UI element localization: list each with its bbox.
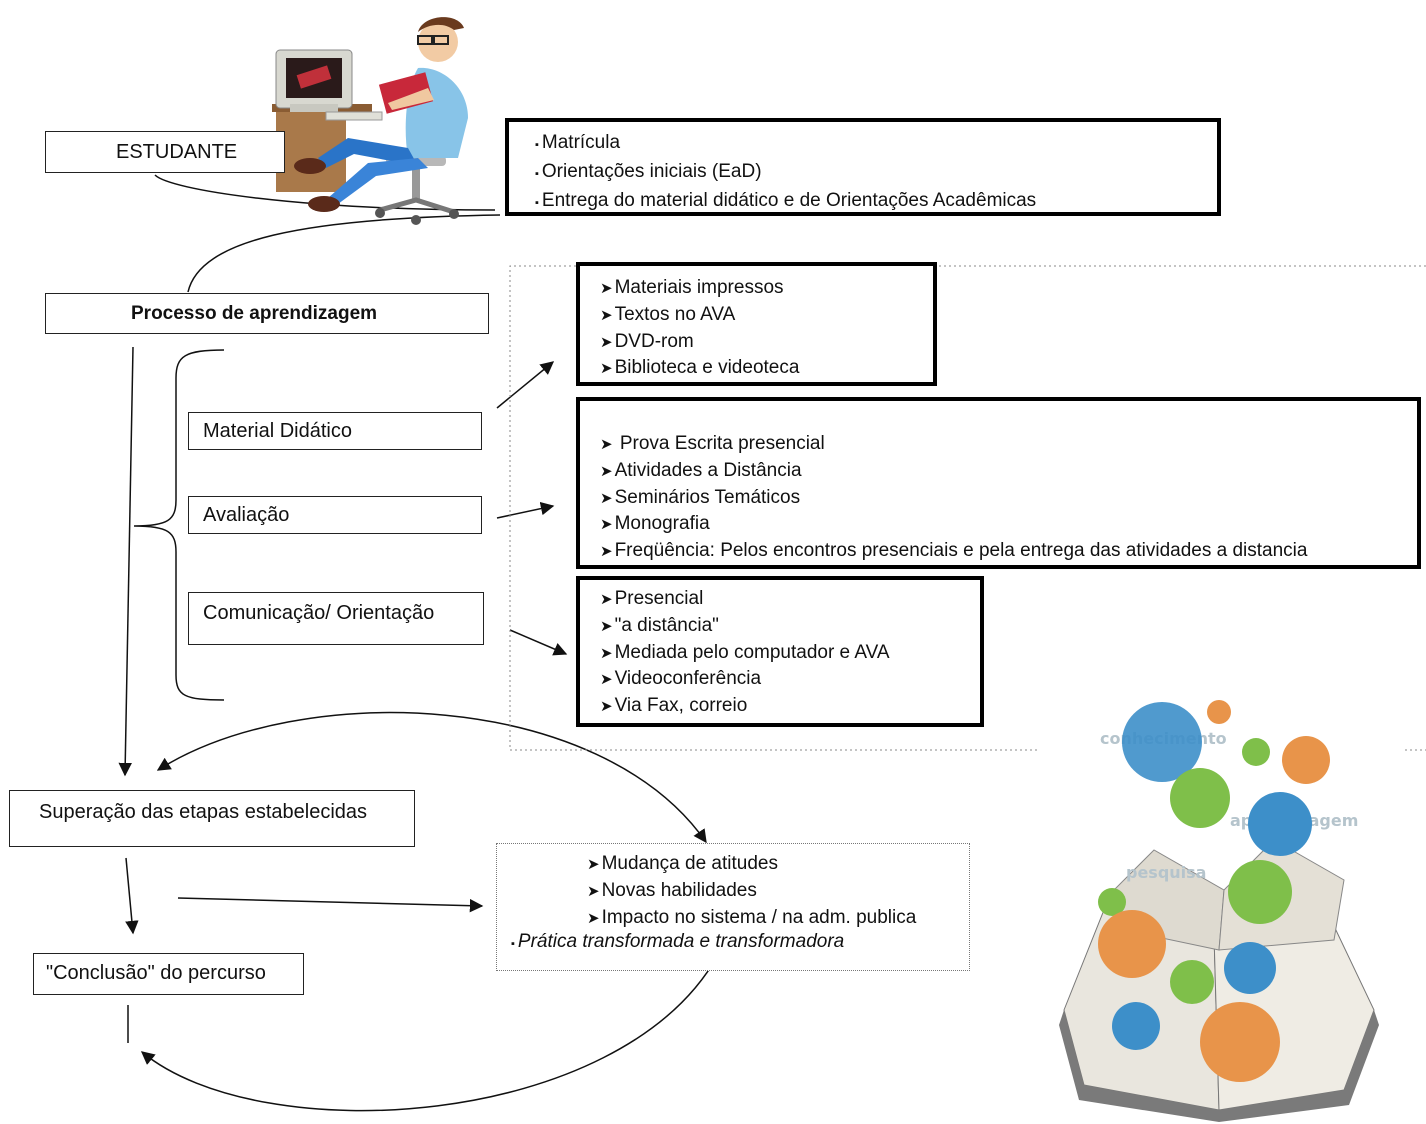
superacao-to-outcomes-arrow — [177, 897, 484, 913]
arrow-bullet-icon: ➤ — [600, 698, 613, 716]
arrow-bullet-icon: ➤ — [600, 617, 613, 635]
arrow-bullet-icon: ➤ — [600, 644, 613, 662]
material-label: Material Didático — [203, 420, 352, 442]
bubble — [1228, 860, 1292, 924]
processo-label: Processo de aprendizagem — [131, 303, 378, 324]
estudante-label: ESTUDANTE — [116, 141, 238, 163]
list-item: ➤Biblioteca e videoteca — [600, 357, 800, 379]
list-item: ▪Entrega do material didático e de Orien… — [535, 189, 1037, 211]
conclusao-box: "Conclusão" do percurso — [33, 953, 304, 995]
bubble — [1122, 702, 1202, 782]
comunicacao-label: Comunicação/ Orientação — [203, 602, 435, 624]
bubble — [1207, 700, 1231, 724]
avaliacao-arrow — [496, 501, 555, 519]
processo-box: Processo de aprendizagem — [45, 293, 489, 334]
list-item: ➤Materiais impressos — [600, 277, 784, 298]
list-item: ➤Freqüência: Pelos encontros presenciais… — [600, 540, 1308, 562]
bubble — [1170, 960, 1214, 1004]
arrow-bullet-icon: ➤ — [587, 909, 600, 927]
student-at-computer-illustration — [272, 17, 468, 225]
bubble — [1098, 888, 1126, 916]
bubble — [1282, 736, 1330, 784]
superacao-to-conclusao-arrow — [125, 857, 139, 935]
bubble — [1098, 910, 1166, 978]
arrow-bullet-icon: ➤ — [600, 543, 613, 561]
superacao-label: Superação das etapas estabelecidas — [39, 801, 368, 823]
arrow-bullet-icon: ➤ — [600, 436, 613, 453]
books-with-bubbles-illustration: conhecimento aprendizagem pesquisa — [1059, 700, 1379, 1122]
arrow-bullet-icon: ➤ — [600, 671, 613, 689]
arrow-bullet-icon: ➤ — [600, 462, 613, 480]
list-item: ➤Mudança de atitudes — [587, 853, 778, 874]
outcomes-box: ➤Mudança de atitudes ➤Novas habilidades … — [496, 843, 970, 971]
list-item: ➤Novas habilidades — [587, 879, 757, 901]
bubble — [1224, 942, 1276, 994]
bullet-icon: ▪ — [535, 196, 539, 209]
estudante-connector — [154, 174, 496, 211]
comunicacao-arrow — [509, 629, 568, 656]
list-item: ➤Mediada pelo computador e AVA — [600, 641, 890, 663]
dotted-frame — [509, 265, 1426, 751]
list-item: ➤Monografia — [600, 513, 710, 535]
material-box: Material Didático — [188, 412, 482, 450]
arrow-bullet-icon: ➤ — [600, 280, 613, 297]
arrow-bullet-icon: ➤ — [600, 360, 613, 378]
superacao-box: Superação das etapas estabelecidas — [9, 790, 415, 847]
bottom-arc — [140, 953, 719, 1112]
bullet-icon: ▪ — [511, 938, 515, 950]
conclusao-label: "Conclusão" do percurso — [46, 962, 266, 984]
processo-to-superacao-arrow — [118, 346, 134, 777]
estudante-box: ESTUDANTE — [45, 131, 285, 173]
communication-box: ➤Presencial ➤"a distância" ➤Mediada pelo… — [576, 576, 984, 727]
list-item: ➤Via Fax, correio — [600, 695, 748, 717]
bubble — [1248, 792, 1312, 856]
bubble — [1170, 768, 1230, 828]
arrow-bullet-icon: ➤ — [600, 306, 613, 324]
avaliacao-box: Avaliação — [188, 496, 482, 534]
bubble — [1200, 1002, 1280, 1082]
arrow-bullet-icon: ➤ — [587, 856, 600, 873]
arrow-bullet-icon: ➤ — [600, 333, 613, 351]
avaliacao-label: Avaliação — [203, 504, 290, 526]
arrow-bullet-icon: ➤ — [600, 591, 613, 608]
assessment-box: ➤ Prova Escrita presencial ➤Atividades a… — [576, 397, 1421, 569]
list-item: ➤"a distância" — [600, 614, 719, 636]
list-item: ➤Textos no AVA — [600, 303, 736, 325]
list-item: ➤Videoconferência — [600, 668, 762, 690]
enrollment-box: ▪Matrícula ▪Orientações iniciais (EaD) ▪… — [505, 118, 1221, 216]
list-item: ➤ Prova Escrita presencial — [600, 433, 825, 454]
list-item: ➤DVD-rom — [600, 330, 694, 352]
list-item: ➤Seminários Temáticos — [600, 486, 801, 508]
arrow-bullet-icon: ➤ — [600, 516, 613, 534]
feedback-arc — [156, 711, 707, 844]
bubble — [1112, 1002, 1160, 1050]
list-item: ➤Impacto no sistema / na adm. publica — [587, 906, 917, 928]
list-item: ➤Atividades a Distância — [600, 459, 802, 481]
word-pesquisa: pesquisa — [1126, 863, 1206, 882]
list-item: ➤Presencial — [600, 588, 704, 609]
arrow-bullet-icon: ➤ — [600, 489, 613, 507]
bubble — [1242, 738, 1270, 766]
arrow-bullet-icon: ➤ — [587, 882, 600, 900]
list-item: ▪Matrícula — [535, 132, 621, 153]
list-item: ▪Orientações iniciais (EaD) — [535, 160, 762, 182]
comunicacao-box: Comunicação/ Orientação — [188, 592, 484, 645]
material-arrow — [496, 361, 555, 409]
outcomes-footer: ▪Prática transformada e transformadora — [511, 931, 845, 952]
bullet-icon: ▪ — [535, 167, 539, 180]
bullet-icon: ▪ — [535, 139, 539, 151]
estudante-to-processo-curve — [187, 214, 501, 293]
bracket — [133, 349, 225, 701]
materials-box: ➤Materiais impressos ➤Textos no AVA ➤DVD… — [576, 262, 937, 386]
